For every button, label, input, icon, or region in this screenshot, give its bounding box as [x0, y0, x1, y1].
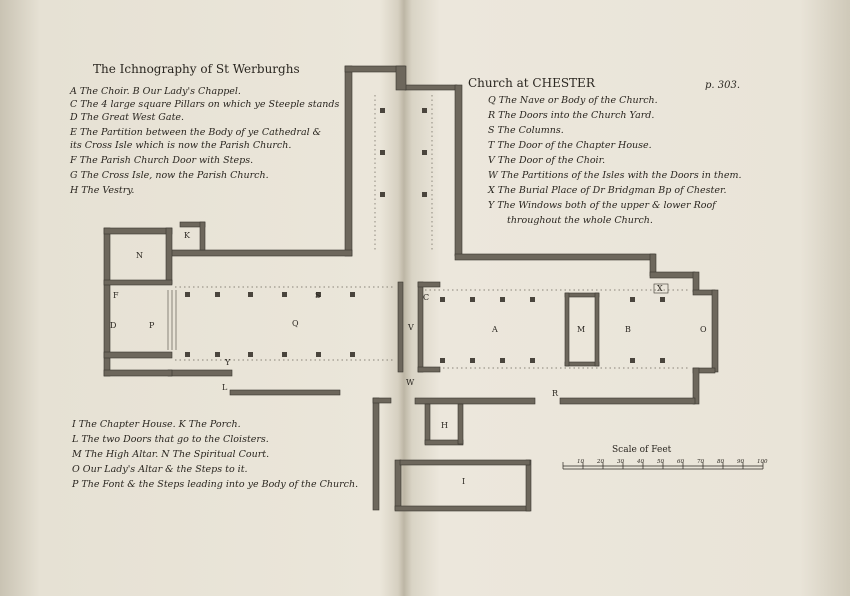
legend-line: its Cross Isle which is now the Parish C…	[70, 140, 292, 151]
legend-line: C The 4 large square Pillars on which ye…	[70, 99, 340, 110]
plan-label-d: D	[110, 321, 116, 330]
legend-line: R The Doors into the Church Yard.	[488, 110, 655, 121]
scale-tick-label: 100	[757, 459, 768, 465]
plan-label-y: Y	[224, 358, 231, 367]
plan-label-q: Q	[292, 319, 299, 328]
scale-tick-label: 10	[577, 459, 584, 465]
plan-label-s: S	[315, 291, 320, 300]
plan-label-p: P	[149, 321, 155, 330]
legend-line: H The Vestry.	[70, 185, 135, 196]
legend-line: V The Door of the Choir.	[488, 155, 606, 166]
legend-line: M The High Altar. N The Spiritual Court.	[72, 449, 270, 460]
plan-label-a: A	[491, 325, 498, 334]
scale-tick-label: 30	[617, 459, 624, 465]
scale-title: Scale of Feet	[612, 445, 672, 455]
plan-label-w: W	[406, 378, 415, 387]
legend-line: X The Burial Place of Dr Bridgman Bp of …	[488, 185, 727, 196]
legend-line: I The Chapter House. K The Porch.	[72, 419, 241, 430]
plan-label-k: K	[184, 231, 191, 240]
plan-label-l: L	[222, 383, 228, 392]
page-reference: p. 303.	[705, 80, 741, 91]
scale-tick-label: 20	[596, 459, 604, 465]
legend-line: G The Cross Isle, now the Parish Church.	[70, 170, 269, 181]
legend-line: O Our Lady's Altar & the Steps to it.	[72, 464, 248, 475]
plan-label-f: F	[113, 291, 119, 300]
scale-tick-label: 60	[677, 459, 684, 465]
legend-line: Y The Windows both of the upper & lower …	[488, 200, 716, 211]
plan-label-c: C	[423, 293, 429, 302]
plan-label-h: H	[441, 421, 448, 430]
legend-line: P The Font & the Steps leading into ye B…	[72, 479, 359, 490]
scale-tick-label: 50	[657, 459, 664, 465]
legend-line: F The Parish Church Door with Steps.	[70, 155, 254, 166]
scale-tick-label: 70	[697, 459, 704, 465]
scale-tick-label: 80	[717, 459, 724, 465]
legend-line: W The Partitions of the Isles with the D…	[488, 170, 742, 181]
plan-label-v: V	[407, 323, 414, 332]
plan-title-left: The Ichnography of St Werburghs	[93, 62, 300, 76]
legend-line: E The Partition between the Body of ye C…	[70, 127, 322, 138]
legend-line: S The Columns.	[488, 125, 564, 136]
scale-tick-label: 40	[636, 459, 644, 465]
scale-tick-label: 90	[737, 459, 744, 465]
legend-line: A The Choir. B Our Lady's Chappel.	[70, 86, 241, 97]
plan-label-m: M	[577, 325, 585, 334]
legend-line: D The Great West Gate.	[70, 112, 185, 123]
legend-line: T The Door of the Chapter House.	[488, 140, 652, 151]
plan-label-o: O	[700, 325, 707, 334]
legend-line: Q The Nave or Body of the Church.	[488, 95, 658, 106]
plan-label-b: B	[625, 325, 631, 334]
plan-label-r: R	[552, 389, 559, 398]
legend-line: L The two Doors that go to the Cloisters…	[72, 434, 269, 445]
plan-label-x: X	[657, 284, 663, 293]
plan-label-n: N	[136, 251, 143, 260]
plan-label-i: I	[462, 477, 465, 486]
legend-line: throughout the whole Church.	[507, 215, 653, 226]
plan-title-right: Church at CHESTER	[468, 76, 595, 90]
